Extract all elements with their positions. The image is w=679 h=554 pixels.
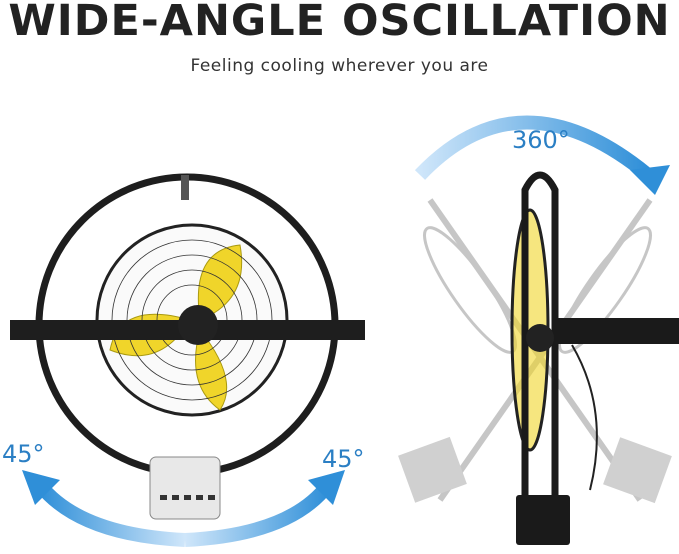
rotation-arrow: [414, 115, 653, 181]
fan-side-view: [510, 171, 679, 545]
headline: WIDE-ANGLE OSCILLATION: [8, 0, 671, 46]
ghost-fan-positions: [398, 198, 672, 504]
oscillation-arrow-left: [34, 480, 186, 547]
subheadline: Feeling cooling wherever you are: [190, 56, 489, 76]
left-angle-label: 45°: [2, 440, 45, 468]
right-angle-label: 45°: [322, 445, 365, 473]
fan-front-view: [10, 173, 365, 520]
oscillation-arrow-right: [184, 480, 334, 547]
rotation-label: 360°: [512, 126, 570, 154]
